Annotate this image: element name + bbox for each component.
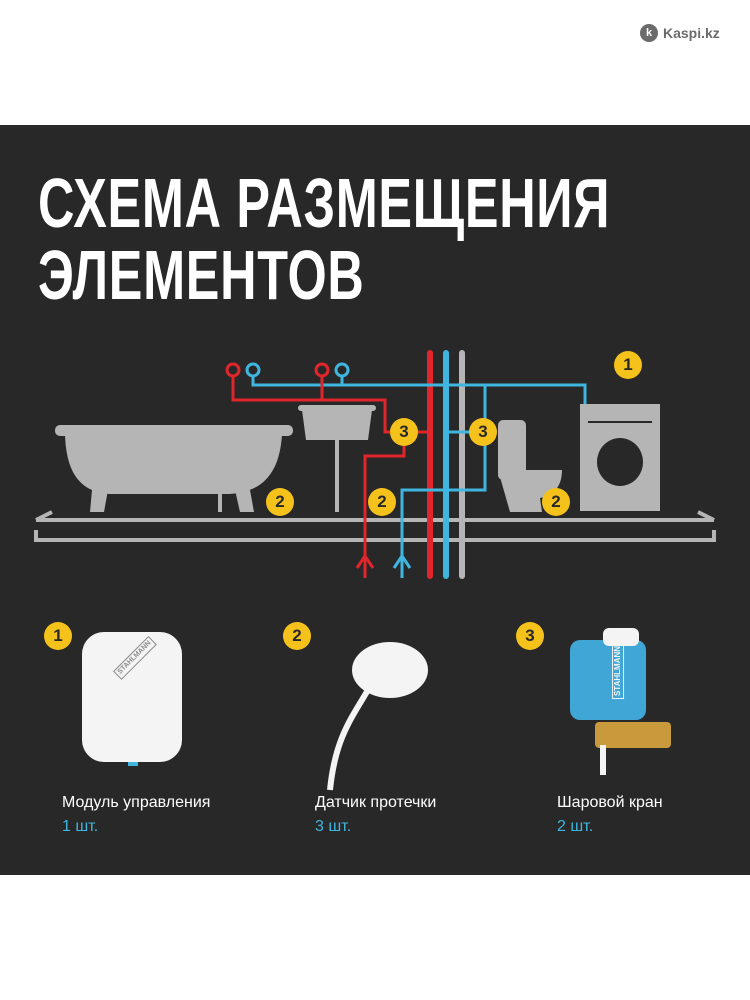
floor	[34, 510, 716, 542]
leak-sensor-image	[327, 642, 428, 791]
product-name: Модуль управления	[62, 794, 211, 811]
badge-module: 1	[614, 351, 642, 379]
product-qty: 3 шт.	[315, 818, 352, 835]
product-qty: 1 шт.	[62, 818, 99, 835]
badge-sensor-toilet: 2	[542, 488, 570, 516]
toilet	[498, 420, 562, 512]
product-badge-3: 3	[516, 622, 544, 650]
product-qty: 2 шт.	[557, 818, 594, 835]
badge-sensor-floor: 2	[368, 488, 396, 516]
washing-machine	[580, 404, 660, 511]
title-line-1: СХЕМА РАЗМЕЩЕНИЯ	[38, 164, 611, 242]
product-badge-2: 2	[283, 622, 311, 650]
product-ball-valve: Шаровой кран 2 шт.	[557, 794, 663, 836]
product-name: Датчик протечки	[315, 794, 437, 811]
product-badge-1: 1	[44, 622, 72, 650]
control-module-image	[82, 632, 182, 766]
product-control-module: Модуль управления 1 шт.	[62, 794, 210, 836]
bathtub	[55, 425, 293, 512]
valve-brand-logo: STAHLMANN	[612, 642, 625, 700]
product-leak-sensor: Датчик протечки 3 шт.	[315, 794, 436, 836]
product-name: Шаровой кран	[557, 794, 663, 811]
ball-valve-image	[570, 628, 671, 775]
badge-valve-cold: 3	[469, 418, 497, 446]
sink	[298, 405, 376, 512]
badge-sensor-bath: 2	[266, 488, 294, 516]
title-line-2: ЭЛЕМЕНТОВ	[38, 236, 365, 314]
badge-valve-hot: 3	[390, 418, 418, 446]
kaspi-icon: k	[640, 24, 658, 42]
